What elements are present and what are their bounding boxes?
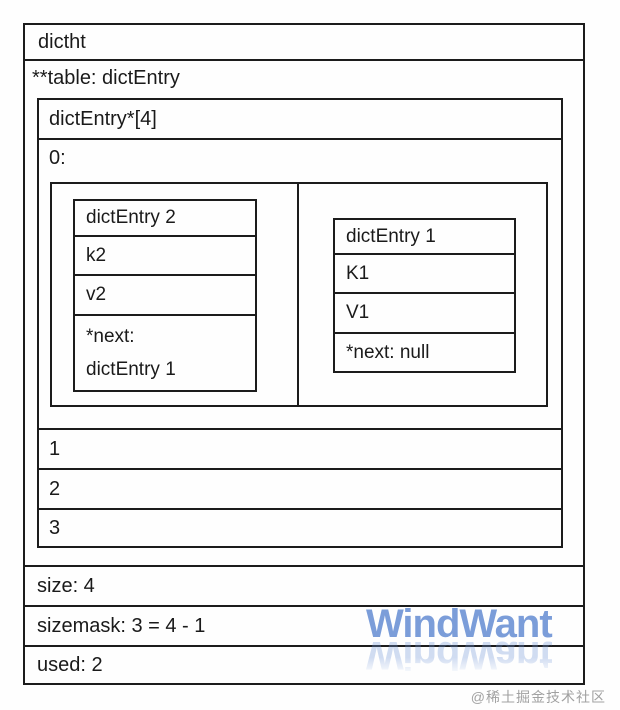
dictentry-array-box: dictEntry*[4] 0: dictEntry 2 k2	[37, 98, 563, 548]
array-slot-3: 3	[39, 510, 561, 546]
dictentry2-table: dictEntry 2 k2 v2 *next: dictEntry 1	[73, 199, 257, 392]
community-watermark: @稀土掘金技术社区	[470, 689, 606, 705]
slot-0-label: 0:	[49, 147, 66, 169]
entry2-title-cell: dictEntry 2	[75, 201, 255, 237]
dictht-title: dictht	[38, 30, 86, 53]
bucket-compartment-left: dictEntry 2 k2 v2 *next: dictEntry 1	[52, 184, 299, 405]
entry1-key-cell: K1	[335, 255, 514, 294]
dictentry1-table: dictEntry 1 K1 V1 *next: null	[333, 218, 516, 373]
table-pointer-label: **table: dictEntry	[32, 67, 180, 89]
array-slot-2: 2	[39, 470, 561, 510]
dictht-box: dictht **table: dictEntry dictEntry*[4] …	[23, 23, 585, 685]
entry2-next-label: *next:	[86, 326, 135, 347]
entry2-key-cell: k2	[75, 237, 255, 276]
array-slot-1: 1	[39, 430, 561, 470]
sizemask-label: sizemask: 3 = 4 - 1	[37, 614, 206, 637]
array-slot-0: 0: dictEntry 2 k2 v2	[39, 140, 561, 430]
used-row: used: 2	[25, 645, 583, 683]
bucket-container: dictEntry 2 k2 v2 *next: dictEntry 1	[50, 182, 548, 407]
dictht-title-row: dictht	[25, 25, 583, 61]
array-header-label: dictEntry*[4]	[49, 107, 157, 130]
slot-2-label: 2	[49, 477, 61, 500]
array-header-row: dictEntry*[4]	[39, 100, 561, 140]
entry2-value-cell: v2	[75, 276, 255, 316]
entry2-value: v2	[86, 284, 107, 305]
entry2-key: k2	[86, 244, 107, 266]
entry1-value-cell: V1	[335, 294, 514, 334]
entry1-value: V1	[346, 302, 370, 323]
size-label: size: 4	[37, 574, 95, 597]
entry1-title: dictEntry 1	[346, 225, 436, 247]
size-row: size: 4	[25, 565, 583, 605]
used-label: used: 2	[37, 653, 103, 676]
entry2-next-cell: *next: dictEntry 1	[75, 316, 255, 390]
entry1-key: K1	[346, 262, 370, 284]
entry1-next-cell: *next: null	[335, 334, 514, 371]
sizemask-row: sizemask: 3 = 4 - 1	[25, 605, 583, 645]
entry2-next-target: dictEntry 1	[86, 359, 176, 380]
bucket-compartment-right: dictEntry 1 K1 V1 *next: null	[299, 184, 546, 405]
entry1-next: *next: null	[346, 341, 430, 363]
entry2-title: dictEntry 2	[86, 207, 176, 228]
slot-3-label: 3	[49, 516, 61, 539]
slot-1-label: 1	[49, 437, 61, 460]
entry1-title-cell: dictEntry 1	[335, 220, 514, 255]
